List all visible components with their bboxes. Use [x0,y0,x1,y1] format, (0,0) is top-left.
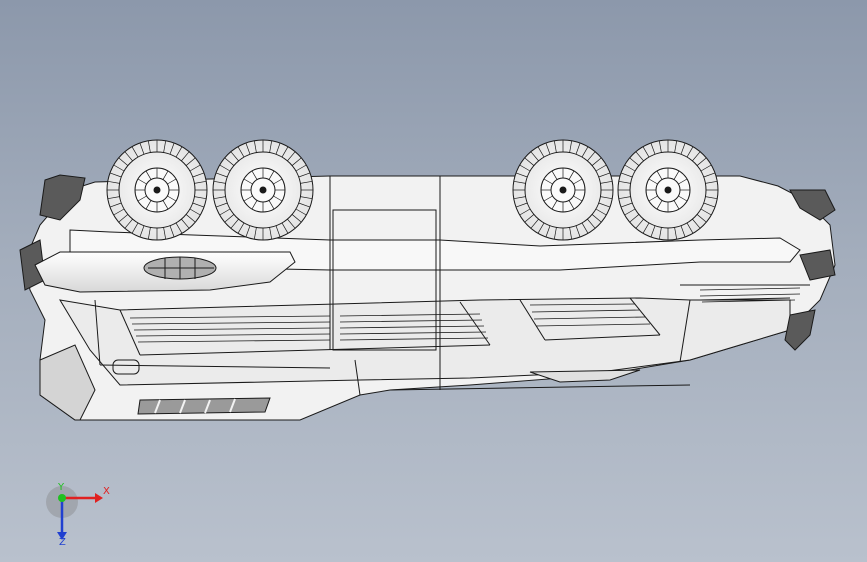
y-axis-icon [58,494,66,502]
wheel-1 [106,139,208,241]
vent-grille-right [529,287,801,327]
tire-treads [107,140,718,240]
dark-parts [19,174,836,351]
z-axis-label: Z [59,537,66,545]
wheel-3 [512,139,614,241]
vent-grille-left [129,313,489,343]
bumper-detail [529,369,641,383]
center-panel [94,176,810,396]
hatch [112,359,140,375]
side-pod [34,251,296,293]
y-axis-label: Y [57,482,65,493]
wheel-4 [617,139,719,241]
hull [24,175,836,421]
z-arrow-icon [57,532,67,540]
wheels [106,139,719,241]
side-panel [59,297,791,386]
wheel-2 [212,139,314,241]
axis-triad: X Y Z [46,482,110,545]
x-arrow-icon [95,493,103,503]
lower-shade [39,344,96,421]
lower-grille-slats [154,398,236,414]
x-axis-label: X [103,486,110,497]
lower-grille [137,397,271,415]
